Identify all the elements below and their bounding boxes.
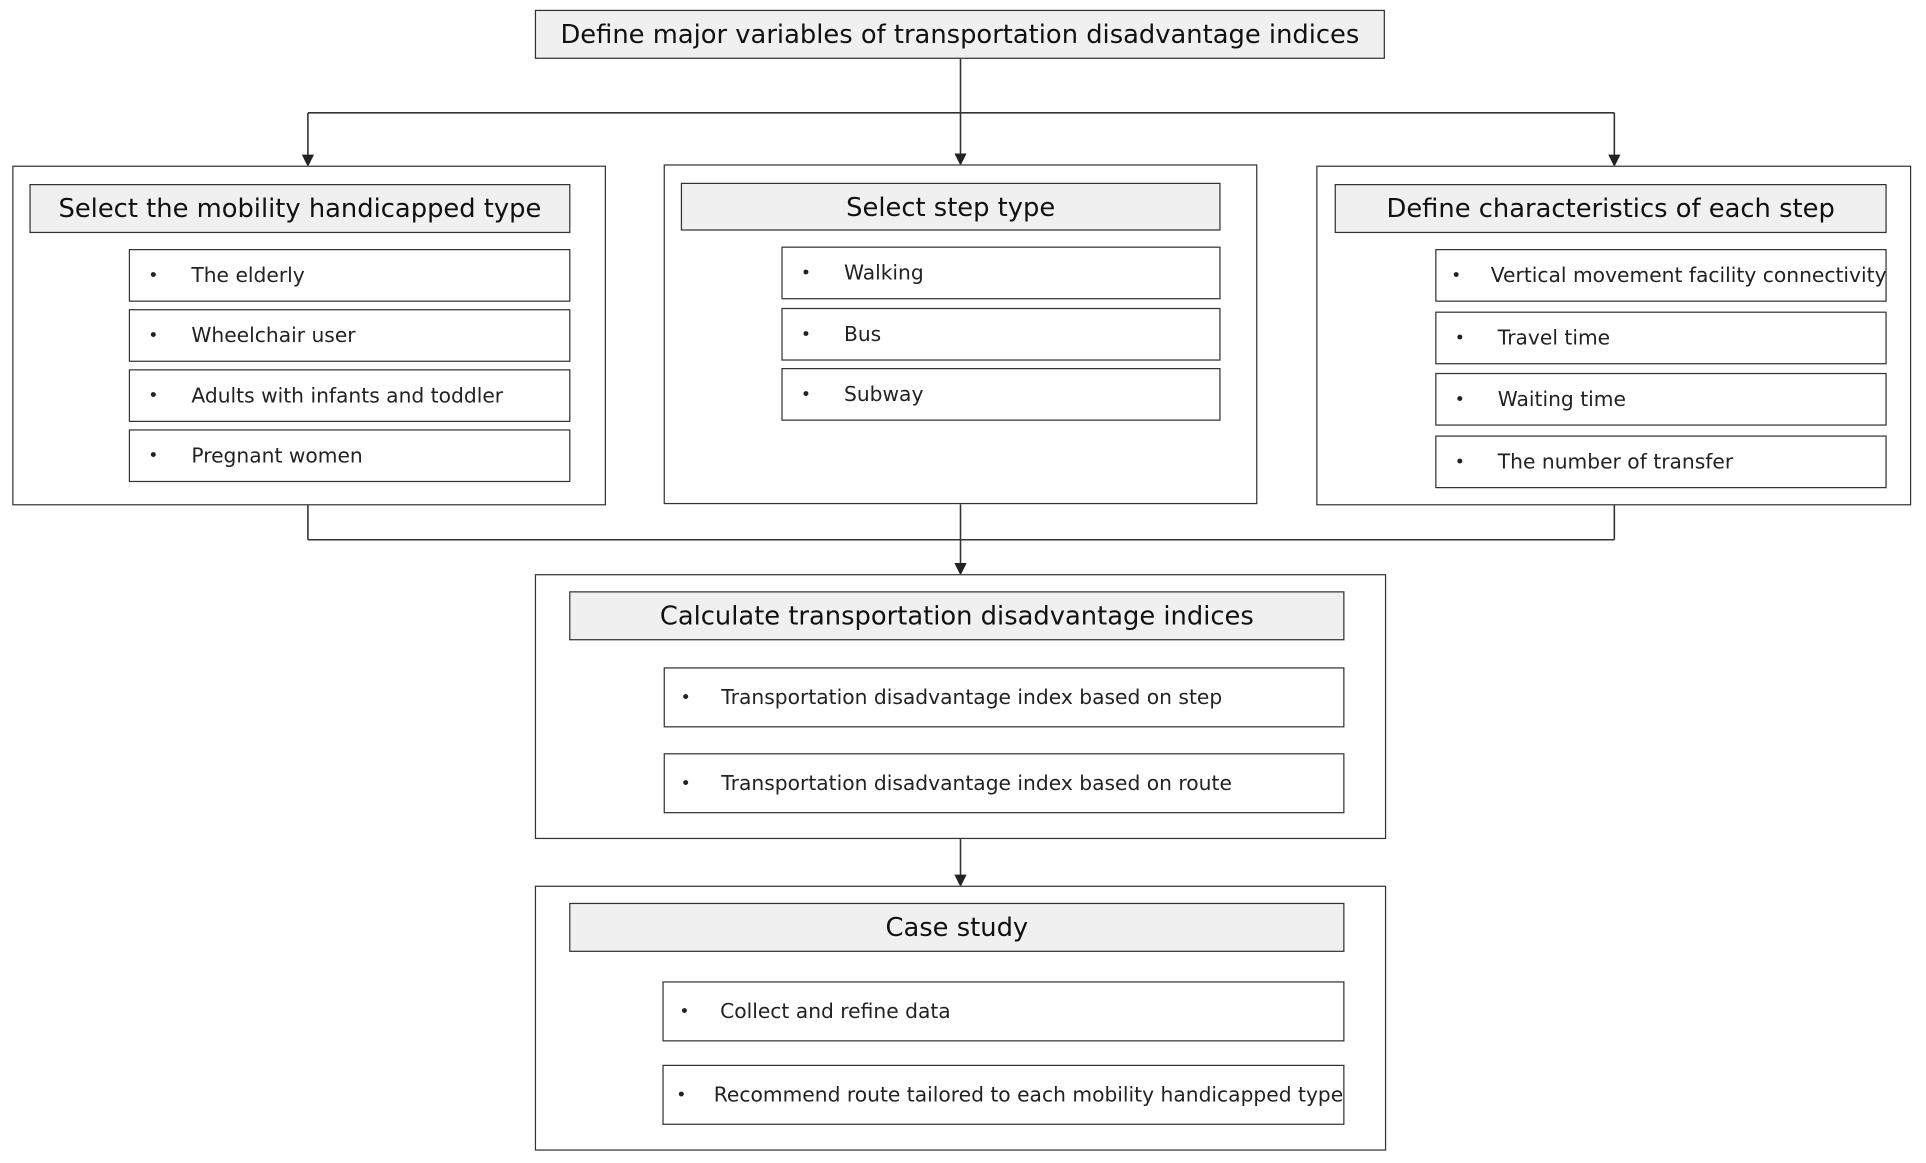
list-item: • Pregnant women xyxy=(128,429,571,483)
list-item: • Walking xyxy=(781,246,1221,300)
bullet-icon: • xyxy=(680,687,691,708)
bullet-icon: • xyxy=(679,1001,690,1022)
list-item: • Recommend route tailored to each mobil… xyxy=(662,1064,1345,1125)
bullet-icon: • xyxy=(800,324,812,345)
list-item: • Wheelchair user xyxy=(128,309,571,362)
bullet-icon: • xyxy=(680,773,691,794)
bullet-icon: • xyxy=(1454,328,1465,348)
list-item: • Vertical movement facility connectivit… xyxy=(1435,249,1887,302)
top-title: Define major variables of transportation… xyxy=(560,19,1360,50)
list-item: • Waiting time xyxy=(1435,372,1887,426)
bullet-icon: • xyxy=(148,265,159,286)
list-item: • Collect and refine data xyxy=(662,981,1345,1042)
list-item: • Bus xyxy=(781,307,1221,361)
item-label: Collect and refine data xyxy=(720,999,951,1024)
panel-title: Define characteristics of each step xyxy=(1386,193,1835,224)
panel-title: Case study xyxy=(885,912,1029,943)
bullet-icon: • xyxy=(676,1085,687,1105)
item-label: Walking xyxy=(843,261,924,285)
list-item: • The elderly xyxy=(128,249,571,302)
item-label: Recommend route tailored to each mobilit… xyxy=(713,1083,1344,1107)
list-item: • Transportation disadvantage index base… xyxy=(663,753,1345,814)
top-title-box: Define major variables of transportation… xyxy=(534,9,1385,59)
list-item: • Subway xyxy=(781,368,1221,421)
list-item: • Travel time xyxy=(1435,311,1887,365)
bullet-icon: • xyxy=(148,325,159,346)
panel-title: Select the mobility handicapped type xyxy=(58,193,542,224)
panel-title: Select step type xyxy=(846,191,1056,222)
list-item: • Adults with infants and toddler xyxy=(128,369,571,422)
bullet-icon: • xyxy=(1451,265,1462,286)
list-item: • Transportation disadvantage index base… xyxy=(663,667,1345,728)
item-label: The number of transfer xyxy=(1497,450,1734,474)
item-label: Bus xyxy=(843,322,882,346)
item-label: Transportation disadvantage index based … xyxy=(721,771,1232,795)
item-label: Subway xyxy=(843,382,924,407)
panel-step-characteristics-header: Define characteristics of each step xyxy=(1334,184,1887,234)
item-label: Pregnant women xyxy=(191,444,363,468)
item-label: The elderly xyxy=(191,263,305,288)
bullet-icon: • xyxy=(148,385,159,406)
bullet-icon: • xyxy=(1454,389,1465,410)
panel-calculate-indices-header: Calculate transportation disadvantage in… xyxy=(569,591,1345,641)
item-label: Vertical movement facility connectivity xyxy=(1490,263,1887,288)
bullet-icon: • xyxy=(800,263,812,283)
bullet-icon: • xyxy=(1454,452,1465,472)
item-label: Waiting time xyxy=(1497,387,1626,411)
panel-title: Calculate transportation disadvantage in… xyxy=(659,601,1254,631)
item-label: Wheelchair user xyxy=(191,323,356,348)
panel-mobility-type-header: Select the mobility handicapped type xyxy=(29,184,571,234)
item-label: Adults with infants and toddler xyxy=(191,383,504,408)
bullet-icon: • xyxy=(148,445,159,466)
item-label: Transportation disadvantage index based … xyxy=(721,685,1223,710)
bullet-icon: • xyxy=(800,384,812,405)
panel-case-study-header: Case study xyxy=(569,902,1345,952)
item-label: Travel time xyxy=(1497,326,1611,350)
panel-step-type-header: Select step type xyxy=(680,182,1221,231)
list-item: • The number of transfer xyxy=(1435,435,1887,489)
